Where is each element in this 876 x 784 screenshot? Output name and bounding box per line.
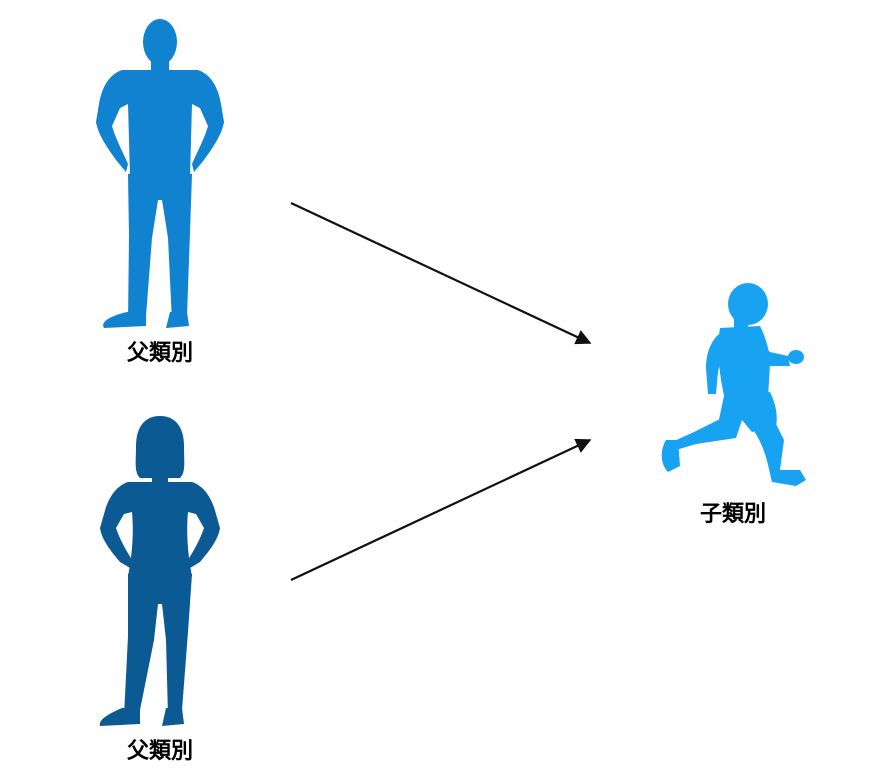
father-class-label: 父類別: [126, 341, 194, 366]
father-silhouette-icon: [96, 19, 224, 328]
mother-silhouette-icon: [99, 416, 220, 726]
arrow-mother-to-child: [290, 438, 592, 581]
arrow-father-to-child: [290, 202, 592, 345]
child-class-label: 子類別: [699, 502, 767, 527]
mother-class-label: 父類別: [126, 739, 194, 764]
child-silhouette-icon: [661, 283, 806, 486]
